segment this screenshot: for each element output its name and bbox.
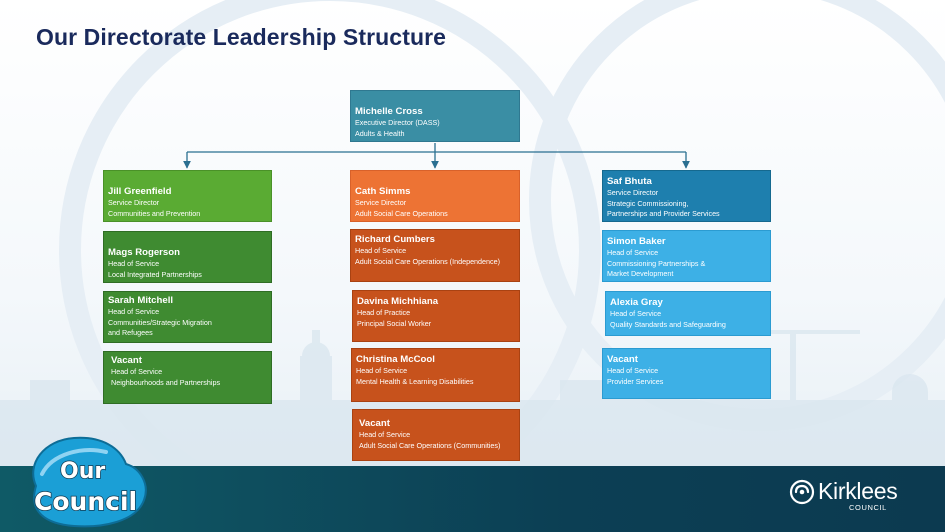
person-name: Cath Simms: [355, 186, 411, 197]
role-line: Commissioning Partnerships &: [607, 258, 706, 268]
role-line: Head of Service: [610, 309, 662, 318]
middle-director-box: Cath Simms Service Director Adult Social…: [350, 170, 520, 222]
role-line: Quality Standards and Safeguarding: [610, 319, 726, 329]
our-council-logo: Our Council: [32, 436, 147, 528]
logo-line2: Council: [34, 487, 137, 516]
middle-head-box: Vacant Head of Service Adult Social Care…: [352, 409, 520, 461]
right-director-box: Saf Bhuta Service Director Strategic Com…: [602, 170, 771, 222]
role-line: Head of Service: [108, 259, 160, 268]
role-line: and Refugees: [108, 328, 153, 338]
role-line: Mental Health & Learning Disabilities: [356, 376, 474, 386]
logo-line1: Our: [60, 459, 105, 484]
role-line: Market Development: [607, 269, 674, 279]
role-line: Executive Director (DASS): [355, 118, 440, 127]
left-head-box: Mags Rogerson Head of Service Local Inte…: [103, 231, 272, 283]
role-line: Adult Social Care Operations (Independen…: [355, 256, 501, 266]
role-line: Head of Service: [356, 366, 408, 375]
role-line: Neighbourhoods and Partnerships: [111, 377, 221, 387]
role-line: Head of Service: [607, 366, 659, 375]
person-name: Simon Baker: [607, 236, 666, 247]
person-name: Alexia Gray: [610, 297, 663, 308]
role-line: Provider Services: [607, 376, 664, 386]
role-line: Adult Social Care Operations (Communitie…: [359, 440, 501, 450]
person-name: Richard Cumbers: [355, 234, 435, 245]
person-name: Davina Michhiana: [357, 296, 439, 307]
role-line: Head of Service: [607, 248, 659, 257]
person-name: Vacant: [111, 355, 142, 366]
role-line: Head of Service: [111, 367, 163, 376]
role-line: Local Integrated Partnerships: [108, 269, 202, 279]
role-line: Head of Service: [359, 430, 411, 439]
right-head-box: Alexia Gray Head of Service Quality Stan…: [605, 291, 771, 336]
kirklees-sub: COUNCIL: [849, 503, 887, 512]
role-line: Head of Service: [108, 307, 160, 316]
role-line: Service Director: [607, 188, 659, 197]
role-line: Partnerships and Provider Services: [607, 209, 720, 219]
middle-head-box: Christina McCool Head of Service Mental …: [351, 348, 520, 402]
person-name: Christina McCool: [356, 354, 435, 365]
kirklees-swirl-icon: [789, 479, 815, 505]
slide-title: Our Directorate Leadership Structure: [36, 24, 447, 50]
role-line: Service Director: [108, 198, 160, 207]
role-line: Adults & Health: [355, 128, 405, 138]
left-head-box: Sarah Mitchell Head of Service Communiti…: [103, 291, 272, 343]
person-name: Jill Greenfield: [108, 186, 172, 197]
middle-head-box: Richard Cumbers Head of Service Adult So…: [350, 229, 520, 282]
role-line: Adult Social Care Operations: [355, 208, 448, 218]
left-director-box: Jill Greenfield Service Director Communi…: [103, 170, 272, 222]
person-name: Vacant: [607, 354, 638, 365]
role-line: Service Director: [355, 198, 407, 207]
role-line: Principal Social Worker: [357, 318, 432, 328]
person-name: Mags Rogerson: [108, 247, 180, 258]
role-line: Strategic Commissioning,: [607, 198, 689, 208]
person-name: Vacant: [359, 418, 390, 429]
person-name: Sarah Mitchell: [108, 295, 174, 306]
footer-band: [0, 466, 945, 532]
person-name: Saf Bhuta: [607, 176, 652, 187]
role-line: Communities/Strategic Migration: [108, 317, 212, 327]
person-name: Michelle Cross: [355, 106, 423, 117]
middle-head-box: Davina Michhiana Head of Practice Princi…: [352, 290, 520, 342]
role-line: Head of Service: [355, 246, 407, 255]
right-head-box: Simon Baker Head of Service Commissionin…: [602, 230, 771, 282]
role-line: Communities and Prevention: [108, 208, 201, 218]
kirklees-name: Kirklees: [818, 478, 898, 504]
executive-box: Michelle Cross Executive Director (DASS)…: [350, 90, 520, 142]
role-line: Head of Practice: [357, 308, 411, 317]
left-head-box: Vacant Head of Service Neighbourhoods an…: [103, 351, 272, 404]
right-head-box: Vacant Head of Service Provider Services: [602, 348, 771, 399]
